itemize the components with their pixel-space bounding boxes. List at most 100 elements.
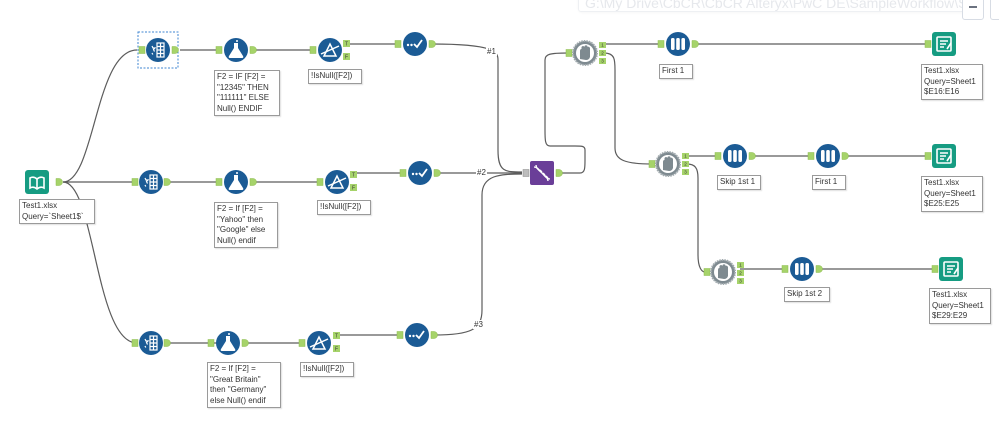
sample-tool-first1-mid[interactable] (807, 144, 849, 168)
workflow-path-bar[interactable]: G:\My Drive\CbCR\CbCR Alteryx\PwC DE\Sam… (578, 0, 966, 12)
filter-tool-1[interactable]: T F (309, 38, 350, 62)
input-data-tool[interactable] (25, 170, 63, 194)
output-1-annotation: Test1.xlsx Query=Sheet1 $E16:E16 (921, 64, 983, 100)
sample-tool-skip2[interactable] (781, 257, 823, 281)
anchor-true-label: T (345, 42, 348, 48)
sample-skip2-annotation: Skip 1st 2 (784, 287, 830, 302)
select-records-tool-1[interactable] (394, 32, 436, 56)
hand-icon (663, 156, 673, 171)
output-tool-3[interactable] (931, 257, 963, 281)
filter-3-annotation: !IsNull([F2]) (300, 362, 354, 377)
select-tool-1[interactable] (137, 31, 179, 69)
svg-text:3: 3 (601, 59, 604, 64)
output-file-icon (936, 36, 952, 52)
checkmark-icon (408, 330, 425, 340)
formula-flask-icon (228, 40, 244, 58)
formula-tool-1[interactable] (215, 38, 257, 62)
connection-detour1-to-detour2 (603, 52, 653, 165)
sample-tubes-icon (795, 263, 809, 275)
formula-tool-3[interactable] (207, 331, 249, 355)
anchor-false-label: F (335, 347, 338, 353)
output-tool-2[interactable] (924, 144, 956, 168)
anchor-true-label: T (352, 173, 355, 179)
detour-tool-2[interactable]: 1 2 3 (648, 151, 689, 177)
sample-first1-mid-annotation: First 1 (812, 175, 846, 190)
sample-first1-top-annotation: First 1 (659, 64, 693, 79)
output-3-annotation: Test1.xlsx Query=Sheet1 $E29:E29 (929, 288, 991, 324)
dna-union-icon (533, 164, 551, 182)
filter-2-annotation: !IsNull([F2]) (317, 200, 371, 215)
connection-union-to-detour1 (544, 52, 586, 174)
book-icon (29, 176, 45, 191)
detour-tool-3[interactable]: 1 2 3 (703, 259, 744, 285)
sample-tool-skip1[interactable] (714, 144, 756, 168)
svg-text:3: 3 (739, 279, 742, 284)
hand-icon (580, 45, 590, 60)
svg-text:1: 1 (601, 43, 604, 48)
sample-tubes-icon (671, 38, 685, 50)
filter-tool-3[interactable]: T F (298, 331, 340, 355)
filter-icon (327, 174, 347, 189)
detour-tool-1[interactable]: 1 2 3 (565, 40, 606, 66)
detour-output-anchors[interactable]: 1 2 3 (682, 153, 689, 175)
minimize-button[interactable] (962, 0, 984, 20)
formula-flask-icon (220, 333, 236, 351)
hand-icon (718, 264, 728, 279)
select-records-tool-2[interactable] (399, 161, 441, 185)
anchor-false-label: F (345, 55, 348, 61)
svg-text:1: 1 (739, 263, 742, 268)
anchor-false[interactable] (350, 184, 357, 191)
svg-text:2: 2 (684, 162, 687, 167)
anchor-true[interactable] (343, 40, 350, 47)
formula-3-annotation: F2 = If [F2] = "Great Britain" then "Ger… (207, 362, 281, 408)
formula-2-annotation: F2 = If [F2] = "Yahoo" then "Google" els… (214, 202, 278, 248)
connection-label-1: #1 (486, 47, 497, 56)
select-icon (151, 42, 165, 58)
anchor-true[interactable] (350, 171, 357, 178)
select-tool-3[interactable] (131, 331, 171, 355)
filter-1-annotation: !IsNull([F2]) (308, 69, 362, 84)
anchor-false-label: F (352, 186, 355, 192)
sample-skip1-annotation: Skip 1st 1 (717, 175, 761, 190)
detour-output-anchors[interactable]: 1 2 3 (737, 262, 744, 284)
formula-1-annotation: F2 = IF [F2] = "12345" THEN "111111" ELS… (214, 70, 280, 116)
svg-text:2: 2 (739, 271, 742, 276)
output-2-annotation: Test1.xlsx Query=Sheet1 $E25:E25 (921, 176, 983, 212)
sample-tubes-icon (821, 150, 835, 162)
formula-flask-icon (228, 172, 244, 190)
output-tool-1[interactable] (924, 32, 956, 56)
checkmark-icon (406, 39, 423, 49)
sample-tool-first1-top[interactable] (657, 32, 699, 56)
filter-icon (309, 335, 329, 350)
select-tool-2[interactable] (131, 170, 171, 194)
connection-input-to-select3 (62, 181, 138, 344)
union-input-anchor[interactable] (522, 169, 530, 177)
connection-input-to-select1 (62, 49, 138, 183)
anchor-true-label: T (335, 334, 338, 340)
sample-tubes-icon (728, 150, 742, 162)
union-tool[interactable] (522, 161, 563, 185)
connection-select-records3-to-union (433, 173, 523, 336)
svg-text:1: 1 (684, 154, 687, 159)
filter-tool-2[interactable]: T F (316, 170, 357, 194)
anchor-false[interactable] (343, 53, 350, 60)
checkmark-icon (411, 168, 428, 178)
svg-text:2: 2 (601, 51, 604, 56)
select-icon (144, 335, 158, 351)
output-file-icon (936, 148, 952, 164)
anchor-true[interactable] (333, 332, 340, 339)
connection-label-2: #2 (476, 168, 487, 177)
output-file-icon (943, 261, 959, 277)
window-control-button[interactable] (990, 0, 999, 20)
input-annotation: Test1.xlsx Query=`Sheet1$` (19, 199, 95, 224)
svg-text:3: 3 (684, 170, 687, 175)
anchor-false[interactable] (333, 345, 340, 352)
select-icon (144, 174, 158, 190)
connection-select-records1-to-union (431, 43, 523, 173)
detour-output-anchors[interactable]: 1 2 3 (599, 42, 606, 64)
formula-tool-2[interactable] (215, 170, 257, 194)
filter-icon (320, 42, 340, 57)
connection-label-3: #3 (473, 320, 484, 329)
select-records-tool-3[interactable] (396, 323, 438, 347)
